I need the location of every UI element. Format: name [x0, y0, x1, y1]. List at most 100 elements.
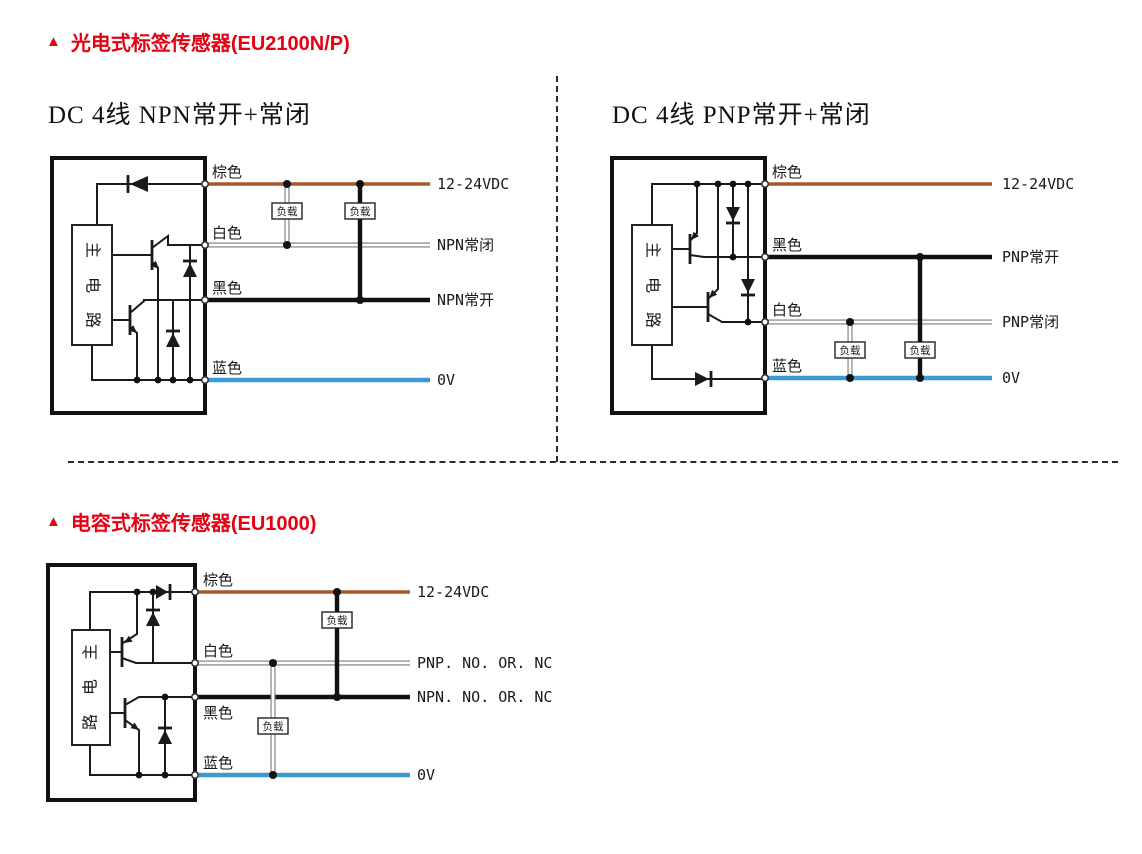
- load-label: 负载: [263, 720, 284, 733]
- load-label: 负载: [277, 205, 298, 218]
- junction-dot: [283, 180, 291, 188]
- junction-dot: [916, 253, 924, 261]
- supply-feed-line: [651, 183, 765, 225]
- wire-color-label: 黑色: [212, 280, 242, 297]
- junction-dot: [356, 296, 364, 304]
- q1-emitter-line: [151, 261, 159, 380]
- triangle-marker-icon: ▲: [46, 33, 61, 50]
- zener2-diode: [741, 279, 755, 293]
- main-circuit-char: 主: [82, 644, 100, 660]
- load-label: 负载: [840, 344, 861, 357]
- main-circuit-char: 路: [84, 312, 102, 328]
- junction-dot: [356, 180, 364, 188]
- sensor-outer-box: [610, 156, 767, 415]
- pnp-diagram-title: DC 4线 PNP常开+常闭: [612, 102, 871, 129]
- junction-dot: [283, 241, 291, 249]
- terminal-exit: [201, 376, 210, 385]
- sensor-outer-box: [46, 563, 197, 802]
- terminal-label: NPN. NO. OR. NC: [417, 688, 552, 706]
- main-circuit-char: 路: [644, 312, 662, 328]
- npn-circuit-internals: [91, 175, 205, 384]
- sensor-outer-box: [50, 156, 207, 415]
- junction-dot: [133, 376, 141, 384]
- q2-emitter-arrow: [709, 289, 718, 298]
- terminal-exit: [201, 241, 210, 250]
- vertical-divider: [556, 76, 558, 462]
- terminal-label: 0V: [417, 766, 435, 784]
- wire-color-label: 蓝色: [772, 358, 802, 375]
- wire-color-label: 黑色: [772, 237, 802, 254]
- junction-dot: [161, 771, 169, 779]
- wire-color-label: 棕色: [203, 572, 233, 589]
- main-circuit-box: [631, 224, 673, 346]
- section-title: 光电式标签传感器(EU2100N/P): [70, 33, 350, 55]
- wire-color-label: 白色: [203, 643, 233, 660]
- terminal-exit: [201, 179, 210, 188]
- main-circuit-char: 路: [82, 714, 100, 730]
- junction-dot: [154, 376, 162, 384]
- supply-feed-line: [89, 591, 195, 630]
- ground-feed-line: [91, 345, 205, 381]
- terminal-label: 12-24VDC: [437, 175, 509, 193]
- junction-dot: [169, 376, 177, 384]
- zener1-diode: [146, 612, 160, 626]
- supply-feed-line: [96, 183, 205, 225]
- main-circuit-label: 主 电 路: [644, 242, 662, 328]
- terminal-exit: [191, 771, 200, 780]
- terminal-label: 0V: [1002, 369, 1020, 387]
- junction-dot: [693, 180, 701, 188]
- junction-dot: [714, 180, 722, 188]
- main-circuit-char: 电: [84, 277, 102, 293]
- terminal-label: PNP. NO. OR. NC: [417, 654, 552, 672]
- junction-dot: [186, 376, 194, 384]
- junction-dot: [846, 318, 854, 326]
- wire-color-label: 白色: [772, 302, 802, 319]
- zener2-diode: [166, 333, 180, 347]
- load-box: [257, 717, 289, 735]
- load-label: 负载: [910, 344, 931, 357]
- zener1-diode: [726, 207, 740, 221]
- load-label: 负载: [327, 614, 348, 627]
- terminal-exit: [191, 693, 200, 702]
- load-label: 负载: [350, 205, 371, 218]
- section-header-photoelectric: ▲ 光电式标签传感器(EU2100N/P): [46, 27, 350, 56]
- junction-dot: [916, 374, 924, 382]
- wire-color-label: 棕色: [772, 164, 802, 181]
- q1-collector-line: [151, 234, 205, 249]
- junction-dot: [269, 659, 277, 667]
- junction-dot: [333, 588, 341, 596]
- series-diode: [695, 372, 709, 386]
- junction-dot: [161, 693, 169, 701]
- main-circuit-char: 电: [644, 277, 662, 293]
- ground-feed-line: [651, 345, 765, 380]
- pnp-wiring-diagram: 主 电 路 负载 负载 棕色 黑色 白色 蓝色 12-24VDC PNP常开 P…: [610, 156, 1074, 415]
- terminal-exit: [761, 253, 770, 262]
- npn-diagram-title: DC 4线 NPN常开+常闭: [48, 102, 311, 129]
- terminal-exit: [761, 318, 770, 327]
- series-diode: [156, 585, 168, 599]
- main-circuit-box: [71, 629, 111, 746]
- wire-color-label: 蓝色: [203, 755, 233, 772]
- load-box: [344, 202, 376, 220]
- main-circuit-char: 主: [84, 242, 102, 258]
- npn-wiring-diagram: 主 电 路 负载 负载 棕色 白色 黑色 蓝色 12-24VDC NPN常闭 N…: [50, 156, 509, 415]
- triangle-marker-icon: ▲: [46, 513, 61, 530]
- q1-emitter-line: [122, 592, 138, 644]
- pnp-circuit-internals: [651, 180, 765, 387]
- terminal-label: PNP常闭: [1002, 313, 1059, 331]
- terminal-label: NPN常闭: [437, 236, 494, 254]
- junction-dot: [744, 318, 752, 326]
- q1-emitter-arrow: [691, 231, 699, 240]
- main-circuit-label: 主 电 路: [82, 644, 100, 730]
- terminal-exit: [761, 179, 770, 188]
- terminal-label: 0V: [437, 371, 455, 389]
- junction-dot: [333, 693, 341, 701]
- wire-color-label: 棕色: [212, 164, 242, 181]
- q2-collector-line: [124, 696, 195, 706]
- terminal-exit: [761, 374, 770, 383]
- wire-color-label: 黑色: [203, 705, 233, 722]
- load-box: [271, 202, 303, 220]
- wire-color-label: 蓝色: [212, 360, 242, 377]
- q1-emitter-arrow: [150, 260, 159, 269]
- junction-dot: [729, 253, 737, 261]
